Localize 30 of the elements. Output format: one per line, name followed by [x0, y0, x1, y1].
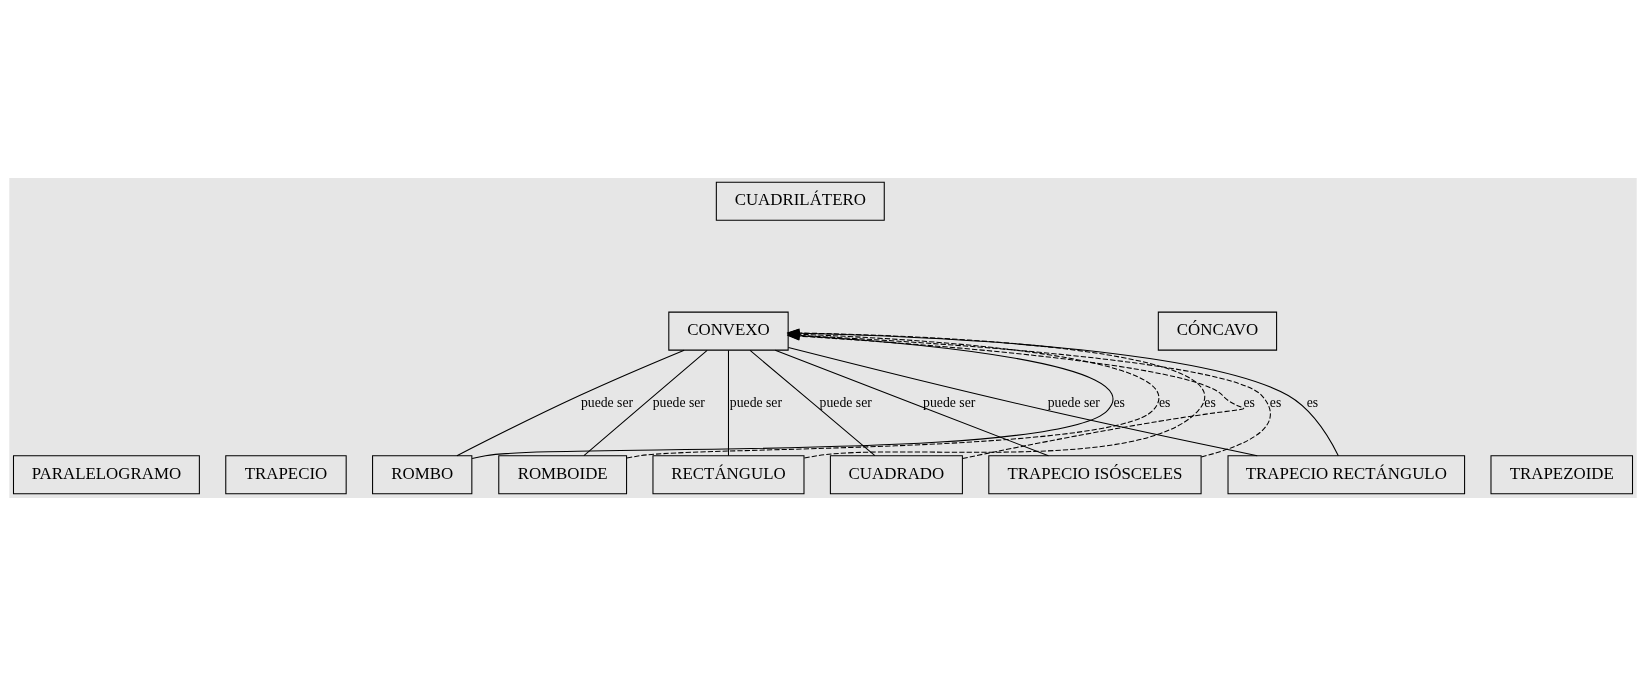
node-box: RECTÁNGULO [652, 454, 805, 494]
node-box: TRAPECIO ISÓSCELES [988, 454, 1202, 494]
node-box: TRAPECIO RECTÁNGULO [1227, 454, 1466, 494]
edge-label: puede ser [1047, 394, 1100, 410]
node-box: PARALELOGRAMO [12, 454, 200, 494]
edge-label: puede ser [923, 394, 976, 410]
edge-label: puede ser [580, 394, 634, 410]
edge-label: puede ser [729, 394, 783, 410]
node-box: ROMBO [372, 454, 473, 494]
edge-label: es [1306, 394, 1319, 410]
node-box: ROMBOIDE [498, 454, 628, 494]
edge-label: es [1158, 394, 1171, 410]
node-box: CONVEXO [668, 311, 789, 351]
node-box: TRAPECIO [225, 454, 347, 494]
edge-label: puede ser [819, 394, 872, 410]
node-box: CUADRILÁTERO [715, 181, 885, 221]
connector [727, 349, 729, 456]
connector [774, 349, 1049, 456]
node-box: CÓNCAVO [1157, 311, 1278, 351]
edge-label: es [1243, 394, 1255, 410]
edge-label: es [1269, 394, 1282, 410]
edge-label: es [1113, 394, 1125, 410]
node-box: CUADRADO [829, 454, 963, 494]
connector [787, 346, 1258, 456]
node-box: TRAPEZOIDE [1490, 454, 1634, 494]
edge-label: puede ser [652, 394, 705, 410]
connector [583, 349, 708, 456]
connector [456, 349, 685, 456]
connector [749, 349, 876, 456]
edge-label: es [1204, 394, 1216, 410]
